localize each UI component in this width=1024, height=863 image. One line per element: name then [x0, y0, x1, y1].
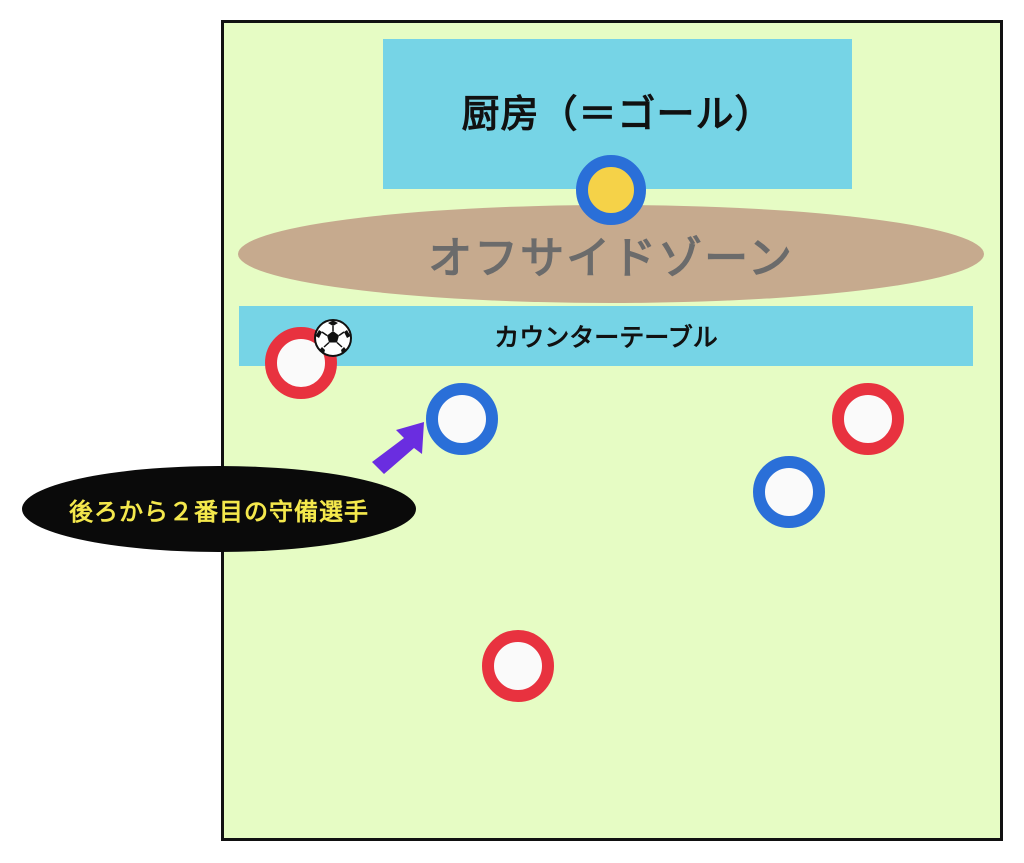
- second-last-defender-marker: [426, 383, 498, 455]
- counter-table-label: カウンターテーブル: [494, 323, 718, 352]
- defender-marker: [753, 456, 825, 528]
- second-last-defender-callout: 後ろから２番目の守備選手: [22, 466, 416, 552]
- callout-label: 後ろから２番目の守備選手: [69, 497, 369, 526]
- goalkeeper-marker: [576, 155, 646, 225]
- arrow-icon: [372, 422, 424, 474]
- kitchen-label: 厨房（＝ゴール）: [461, 91, 774, 136]
- counter-table: カウンターテーブル: [239, 306, 973, 366]
- attacker-marker: [482, 630, 554, 702]
- offside-zone-label: オフサイドゾーン: [428, 233, 794, 284]
- soccer-ball-icon: [314, 319, 352, 357]
- attacker-marker: [832, 383, 904, 455]
